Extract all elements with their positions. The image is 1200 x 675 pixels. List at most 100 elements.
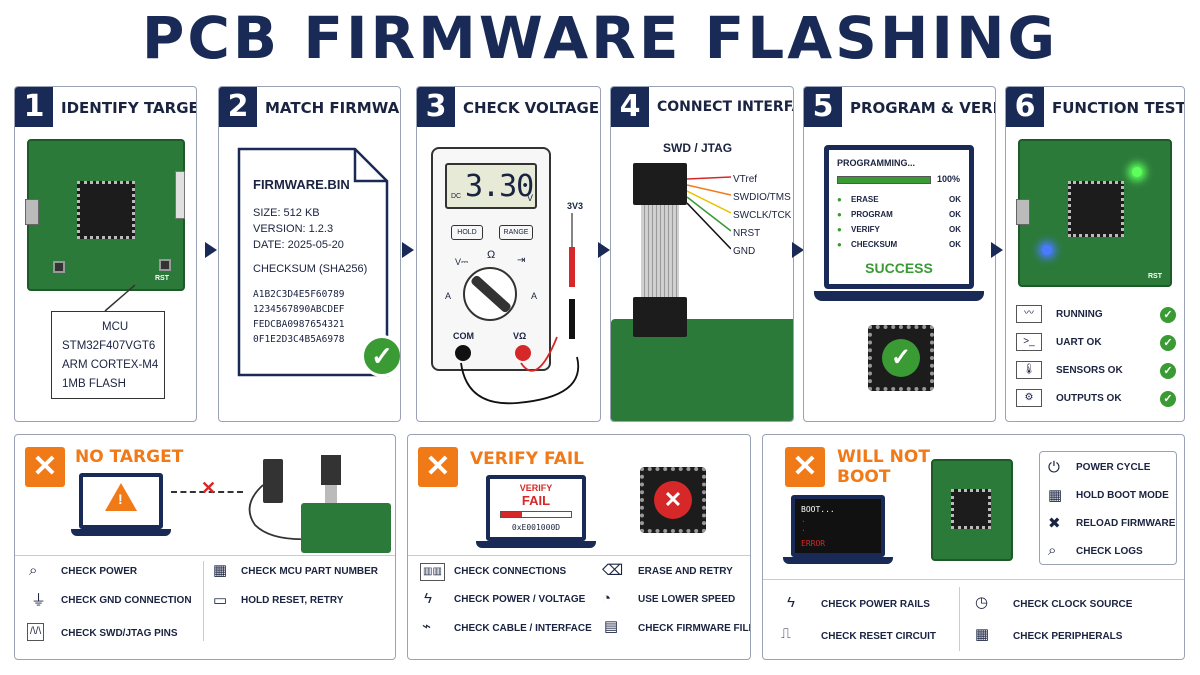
hold-button[interactable]: HOLD [451, 225, 483, 240]
loose-cable [248, 455, 391, 553]
status-led-green [1132, 167, 1142, 177]
divider [763, 579, 1184, 580]
check-icon: ✓ [1160, 391, 1176, 407]
check-item: CHECK GND CONNECTION [61, 595, 192, 606]
check-item: USE LOWER SPEED [638, 594, 736, 605]
x-icon: ✕ [25, 447, 65, 487]
test-row: 〰 RUNNING ✓ [1016, 301, 1176, 329]
action-item: HOLD BOOT MODE [1076, 490, 1169, 501]
step-title: CHECK VOLTAGE [463, 99, 600, 117]
checksum-line: FEDCBA0987654321 [253, 319, 345, 330]
step-title: IDENTIFY TARGET [61, 99, 197, 117]
waveform-icon: 〰 [1016, 305, 1042, 323]
laptop-screen: ! [79, 473, 163, 529]
page-title: PCB FIRMWARE FLASHING [141, 4, 1059, 72]
tools-icon: ✖ [1048, 515, 1061, 532]
dial-ac-label: A [531, 291, 538, 301]
range-button[interactable]: RANGE [499, 225, 533, 240]
pin-wires [687, 176, 731, 250]
step-check-voltage: 3 CHECK VOLTAGE DC 3.30 V HOLD RANGE V⎓ … [416, 86, 601, 422]
pin-nrst: NRST [733, 228, 761, 239]
programming-label: PROGRAMMING... [837, 158, 915, 168]
mcu-label: MCU [102, 321, 129, 333]
disconnect-x-icon: ✕ [201, 478, 217, 498]
row-label: ERASE [851, 195, 879, 204]
action-item: RELOAD FIRMWARE [1076, 518, 1176, 529]
dial-v-label: V⎓ [455, 257, 469, 267]
failure-title: WILL NOT BOOT [837, 447, 930, 487]
interface-subtitle: SWD / JTAG [663, 141, 733, 155]
check-item: CHECK CABLE / INTERFACE [454, 623, 592, 634]
chip-icon: ▦ [975, 626, 990, 643]
flow-arrow [402, 242, 414, 258]
checksum-line: 0F1E2D3C4B5A6978 [253, 334, 345, 345]
row-status: OK [949, 195, 961, 204]
mcu-chip [1068, 181, 1124, 237]
rotary-dial[interactable] [463, 267, 517, 321]
check-item: CHECK PERIPHERALS [1013, 631, 1123, 642]
check-item: ERASE AND RETRY [638, 566, 733, 577]
callout-line [104, 284, 136, 312]
panel-verify-fail: ✕ VERIFY FAIL VERIFY FAIL 0xE001000D ✕ ▥… [407, 434, 751, 660]
chip-success-icon: ✓ [868, 325, 934, 391]
check-item: CHECK CONNECTIONS [454, 566, 567, 577]
dc-label: DC [451, 193, 462, 200]
x-icon: ✕ [418, 447, 458, 487]
action-box: ⏻ POWER CYCLE ▦ HOLD BOOT MODE ✖ RELOAD … [1039, 451, 1177, 565]
file-version: VERSION: 1.2.3 [253, 223, 334, 235]
pins-icon: /\/\ [27, 623, 45, 641]
thermometer-icon: 🌡 [1016, 361, 1042, 379]
step-number: 2 [219, 87, 257, 127]
test-label: UART OK [1056, 337, 1102, 348]
checksum-line: A1B2C3D4E5F60789 [253, 289, 345, 300]
cable-icon: ⌁ [422, 618, 432, 635]
row-status: OK [949, 210, 961, 219]
verify-label: VERIFY [519, 483, 553, 493]
row-label: CHECKSUM [851, 240, 898, 249]
success-label: SUCCESS [865, 260, 933, 276]
row-label: VERIFY [851, 225, 880, 234]
check-item: HOLD RESET, RETRY [241, 595, 344, 606]
lightning-icon: ϟ [787, 594, 795, 611]
dial-a-label: A [445, 291, 452, 301]
warning-icon [105, 483, 137, 511]
vohm-label: VΩ [513, 331, 527, 341]
checksum-label: CHECKSUM (SHA256) [253, 263, 368, 275]
pcb-board [931, 459, 1013, 561]
button-icon: ▭ [213, 592, 228, 609]
board-connector [633, 297, 687, 337]
dial-diode-label: ⇥ [517, 255, 526, 266]
step-match-firmware: 2 MATCH FIRMWARE FIRMWARE.BIN SIZE: 512 … [218, 86, 401, 422]
laptop-screen: BOOT... ·· ERROR [791, 495, 885, 557]
step-identify-target: 1 IDENTIFY TARGET RST MCU STM32F407VGT6 … [14, 86, 197, 422]
file-document-icon [237, 147, 389, 377]
outputs-icon: ⚙ [1016, 389, 1042, 407]
status-led-blue [1042, 245, 1052, 255]
test-row: ⚙ OUTPUTS OK ✓ [1016, 385, 1176, 413]
pin-swdio: SWDIO/TMS [733, 192, 791, 203]
check-item: CHECK MCU PART NUMBER [241, 566, 379, 577]
checksum-value: A1B2C3D4E5F60789 1234567890ABCDEF FEDCBA… [253, 287, 345, 347]
pin-list: VTref SWDIO/TMS SWCLK/TCK NRST GND [733, 171, 791, 261]
voltage-reading: 3.30 [465, 169, 534, 204]
error-text: ERROR [801, 539, 826, 548]
row-status: OK [949, 225, 961, 234]
test-list: 〰 RUNNING ✓ >_ UART OK ✓ 🌡 SENSORS OK ✓ … [1016, 301, 1176, 413]
fail-progress-bar [500, 511, 572, 518]
pin-swclk: SWCLK/TCK [733, 210, 792, 221]
fail-label: FAIL [521, 493, 551, 508]
action-item: CHECK LOGS [1076, 546, 1143, 557]
divider-vertical [203, 561, 204, 641]
com-jack [455, 345, 471, 361]
step-number: 3 [417, 87, 455, 127]
test-row: 🌡 SENSORS OK ✓ [1016, 357, 1176, 385]
fail-progress-fill [501, 512, 522, 517]
test-label: RUNNING [1056, 309, 1103, 320]
failure-title: NO TARGET [75, 447, 184, 467]
step-number: 6 [1006, 87, 1044, 127]
